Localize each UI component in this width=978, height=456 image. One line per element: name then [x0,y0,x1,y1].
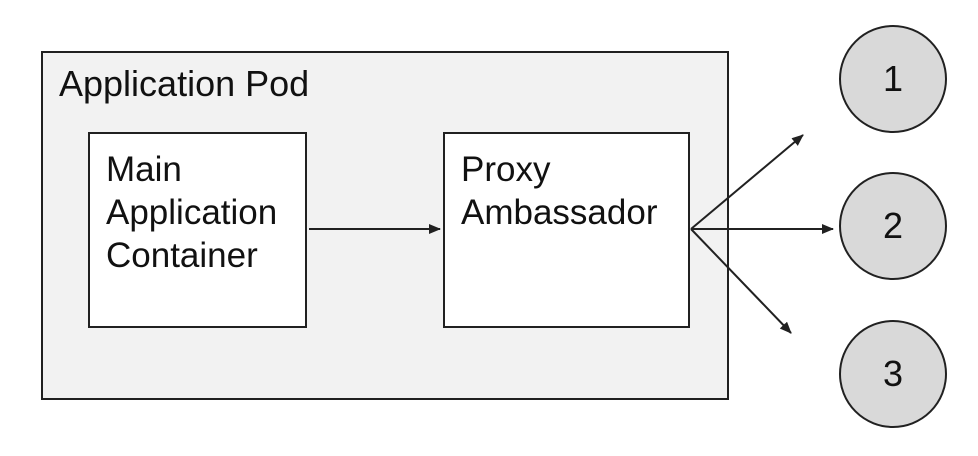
endpoint-node-1: 1 [839,25,947,133]
node-main-application-container: Main Application Container [88,132,307,328]
node-main-label: Main Application Container [106,150,278,275]
endpoint-1-label: 1 [882,58,904,99]
endpoint-node-2: 2 [839,172,947,280]
endpoint-3-label: 3 [882,353,904,394]
node-proxy-ambassador: Proxy Ambassador [443,132,690,328]
node-proxy-label: Proxy Ambassador [461,150,658,232]
endpoint-node-3: 3 [839,320,947,428]
pod-title: Application Pod [59,63,310,104]
endpoint-2-label: 2 [882,205,904,246]
